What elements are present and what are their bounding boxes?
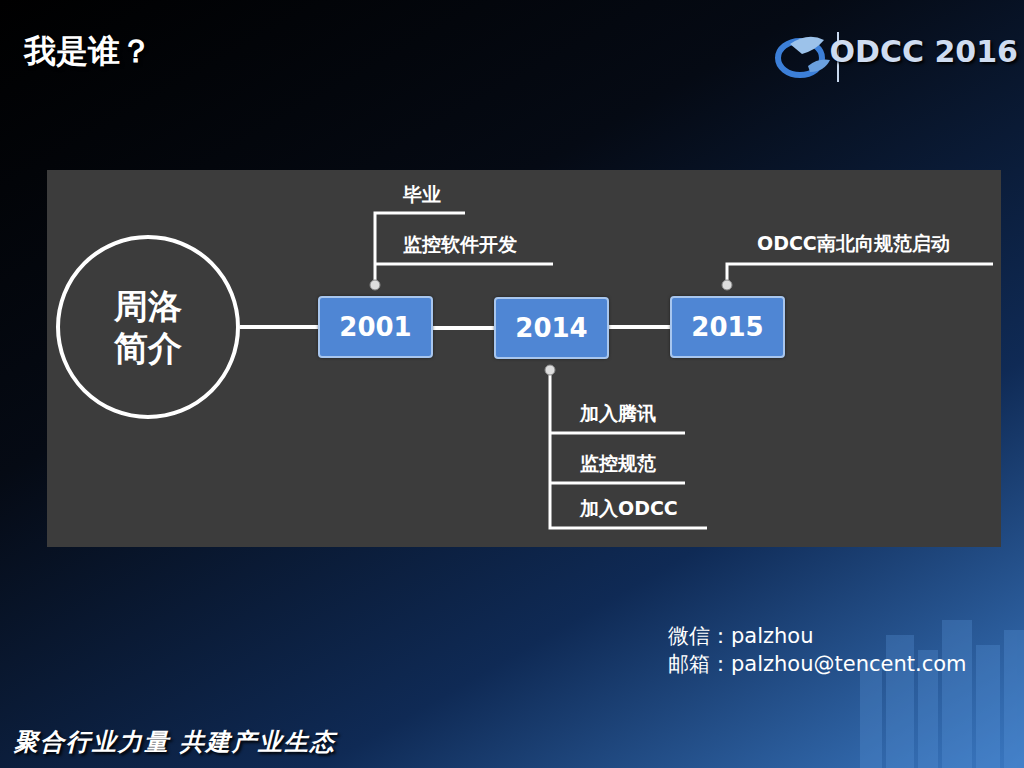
timeline-connector xyxy=(433,326,494,330)
content-panel xyxy=(47,170,1001,547)
city-skyline xyxy=(860,620,1024,768)
year-text: 2015 xyxy=(691,312,763,342)
event-logo-text: ODCC 2016 xyxy=(830,34,1018,69)
branch-note: 加入ODCC xyxy=(580,496,678,522)
branch-note: 毕业 xyxy=(403,182,441,208)
slogan: 聚合行业力量 共建产业生态 xyxy=(14,726,336,758)
intro-text: 周洛 简介 xyxy=(109,285,187,370)
slide-title: 我是谁？ xyxy=(24,30,152,74)
logo-mark xyxy=(778,32,838,82)
branch-note: 监控规范 xyxy=(580,451,656,477)
branch-note: 监控软件开发 xyxy=(403,232,517,258)
branch-note: 加入腾讯 xyxy=(580,401,656,427)
intro-circle: 周洛 简介 xyxy=(56,235,240,419)
timeline-connector xyxy=(240,325,318,329)
leader-lines xyxy=(375,213,993,528)
contact-info: 微信：palzhou xyxy=(668,622,814,650)
contact-info: 邮箱：palzhou@tencent.com xyxy=(668,650,967,678)
timeline-connector xyxy=(609,325,670,329)
branch-note: ODCC南北向规范启动 xyxy=(757,231,950,257)
year-text: 2014 xyxy=(515,313,587,343)
year-box: 2015 xyxy=(670,296,785,358)
year-box: 2014 xyxy=(494,297,609,359)
year-text: 2001 xyxy=(339,312,411,342)
year-box: 2001 xyxy=(318,296,433,358)
